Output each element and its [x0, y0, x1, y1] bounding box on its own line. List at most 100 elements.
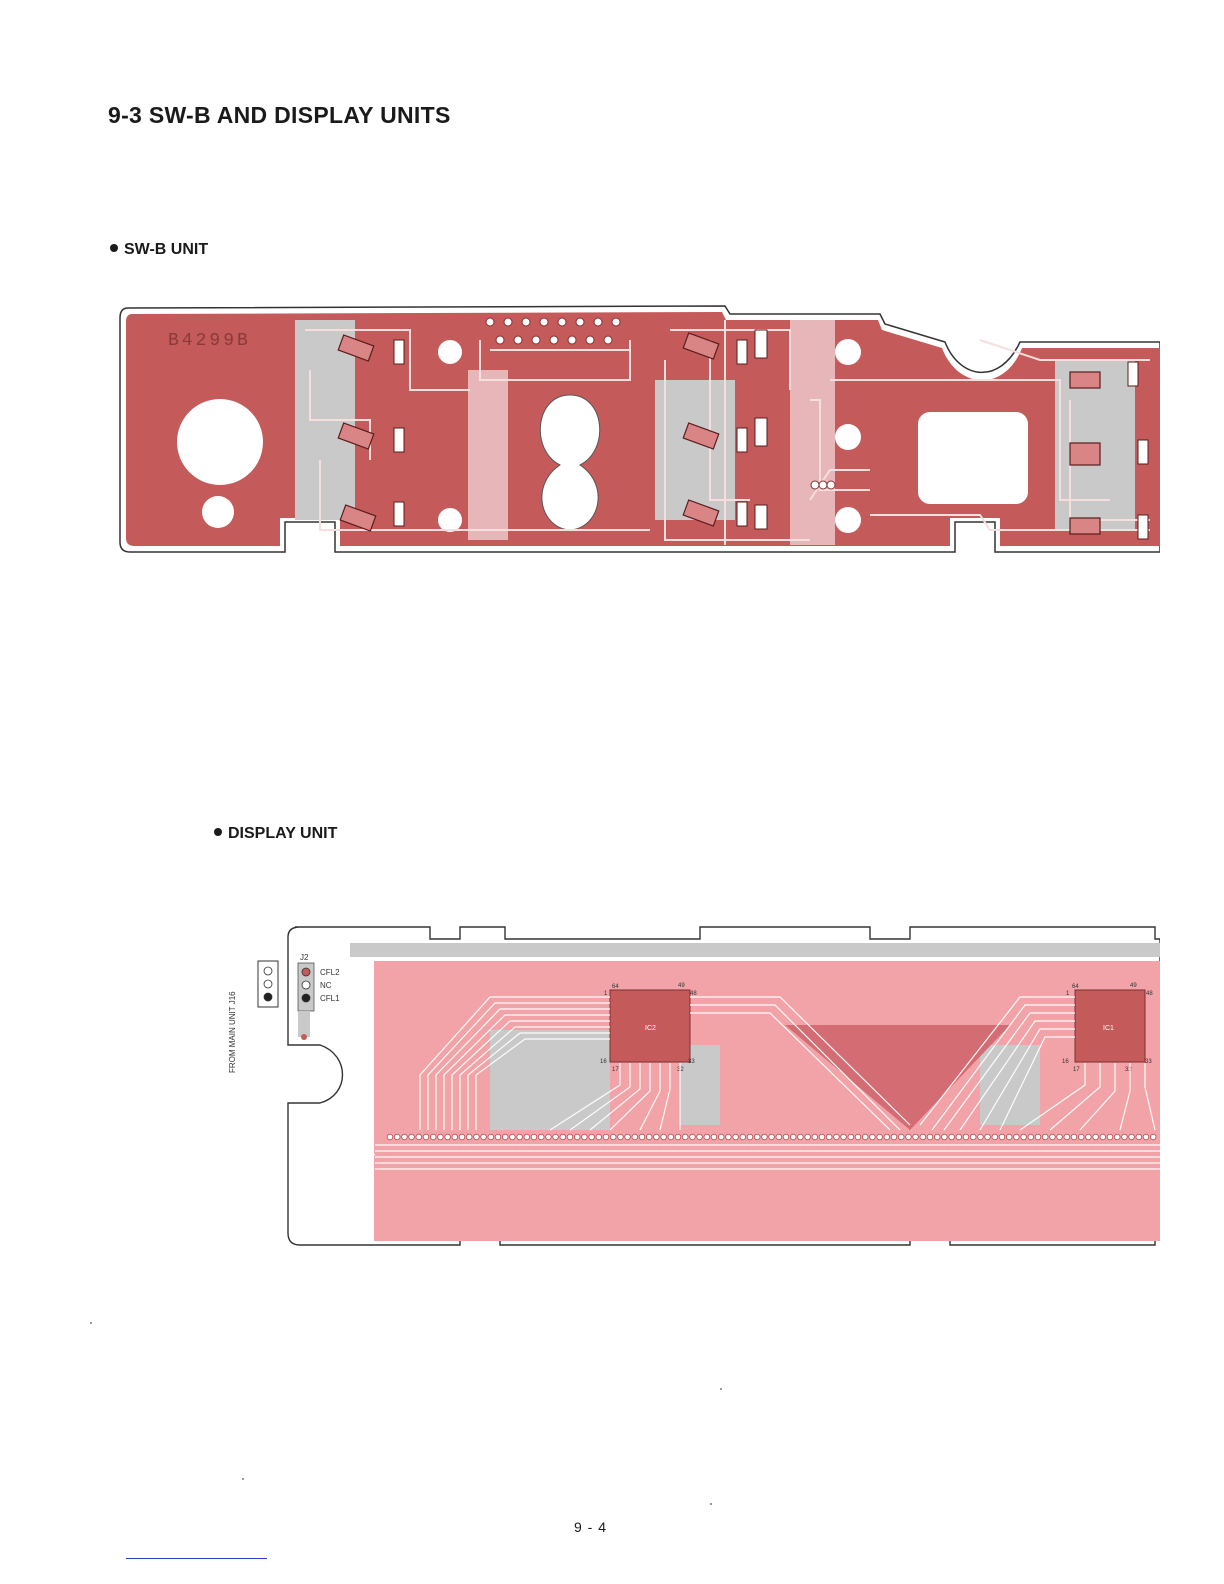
display-pad — [1129, 1134, 1135, 1140]
j2-ref-label: J2 — [300, 953, 309, 962]
display-silk-band — [350, 943, 1160, 957]
display-pad — [639, 1134, 645, 1140]
display-pad — [402, 1134, 408, 1140]
j2-pin-3 — [302, 994, 310, 1002]
external-pin — [264, 993, 272, 1001]
display-pad — [438, 1134, 444, 1140]
j2-pin-2 — [302, 981, 310, 989]
swb-unit-heading: SW-B UNIT — [110, 241, 208, 259]
display-pad — [610, 1134, 616, 1140]
display-pad — [1035, 1134, 1041, 1140]
display-pad — [783, 1134, 789, 1140]
j2-silk-stub — [298, 1011, 310, 1037]
display-pad — [1093, 1134, 1099, 1140]
display-pad — [963, 1134, 969, 1140]
external-pin — [264, 967, 272, 975]
swb-board-code: B4299B — [168, 331, 251, 351]
display-pad — [985, 1134, 991, 1140]
display-pad — [740, 1134, 746, 1140]
display-pcb-diagram: IC2 IC1 64 1 49 48 16 17 32 33 64 1 49 4… — [220, 915, 1160, 1255]
bullet-icon — [110, 244, 118, 252]
display-pad — [970, 1134, 976, 1140]
display-pad — [934, 1134, 940, 1140]
display-pad — [394, 1134, 400, 1140]
display-pad — [567, 1134, 573, 1140]
display-pad — [848, 1134, 854, 1140]
display-pad — [675, 1134, 681, 1140]
display-pad — [603, 1134, 609, 1140]
display-pad — [510, 1134, 516, 1140]
display-pad — [1122, 1134, 1128, 1140]
bullet-icon — [214, 828, 222, 836]
connector-caption: FROM MAIN UNIT J16 — [228, 991, 237, 1073]
display-unit-heading-text: DISPLAY UNIT — [228, 825, 337, 842]
display-pad — [646, 1134, 652, 1140]
swb-pcb-diagram: B4299B — [110, 300, 1160, 565]
footer-rule — [126, 1558, 267, 1559]
display-silk-area — [490, 1030, 610, 1130]
ic2-pin-label: 49 — [678, 983, 685, 989]
pin-label-nc: NC — [320, 981, 332, 990]
display-pad — [1064, 1134, 1070, 1140]
display-pad — [538, 1134, 544, 1140]
display-pad — [834, 1134, 840, 1140]
display-pad — [452, 1134, 458, 1140]
ic1-label: IC1 — [1103, 1025, 1114, 1032]
display-pad — [906, 1134, 912, 1140]
display-pad — [841, 1134, 847, 1140]
display-pad — [920, 1134, 926, 1140]
ic1-pin-label: 48 — [1146, 991, 1153, 997]
display-pad — [790, 1134, 796, 1140]
ic2-pin-label: 32 — [677, 1067, 684, 1073]
display-pad — [733, 1134, 739, 1140]
swb-light-area — [468, 370, 508, 540]
display-pad — [884, 1134, 890, 1140]
ic1-pin-label: 17 — [1073, 1067, 1080, 1073]
display-pad — [574, 1134, 580, 1140]
display-pad — [978, 1134, 984, 1140]
external-pin — [264, 980, 272, 988]
mount-hole — [438, 340, 462, 364]
display-pad — [726, 1134, 732, 1140]
display-pad — [488, 1134, 494, 1140]
swb-unit-heading-text: SW-B UNIT — [124, 241, 208, 258]
display-pad — [474, 1134, 480, 1140]
display-pad — [1021, 1134, 1027, 1140]
display-pad — [1057, 1134, 1063, 1140]
display-pad — [704, 1134, 710, 1140]
ic1-pin-label: 16 — [1062, 1059, 1069, 1065]
display-pad — [769, 1134, 775, 1140]
display-pad — [711, 1134, 717, 1140]
ic1-pin-label: 49 — [1130, 983, 1137, 989]
display-pad — [999, 1134, 1005, 1140]
display-pad — [942, 1134, 948, 1140]
ic2-pin-label: 33 — [688, 1059, 695, 1065]
display-pad — [618, 1134, 624, 1140]
display-pad — [1143, 1134, 1149, 1140]
display-pad — [877, 1134, 883, 1140]
mount-hole — [835, 507, 861, 533]
display-pad — [1050, 1134, 1056, 1140]
display-pad — [747, 1134, 753, 1140]
ic2-pin-label: 16 — [600, 1059, 607, 1065]
ic2-pin-label: 17 — [612, 1067, 619, 1073]
display-pad — [776, 1134, 782, 1140]
mount-hole — [438, 508, 462, 532]
display-pad — [1100, 1134, 1106, 1140]
display-pad — [1071, 1134, 1077, 1140]
pin-label-cfl2: CFL2 — [320, 968, 340, 977]
display-pad — [855, 1134, 861, 1140]
ic1-pin-label: 64 — [1072, 984, 1079, 990]
display-pad — [445, 1134, 451, 1140]
display-pad — [409, 1134, 415, 1140]
display-pad — [560, 1134, 566, 1140]
display-pad — [718, 1134, 724, 1140]
display-pad — [1014, 1134, 1020, 1140]
display-pad — [632, 1134, 638, 1140]
display-pad — [1150, 1134, 1156, 1140]
display-pad — [430, 1134, 436, 1140]
display-pad — [1107, 1134, 1113, 1140]
pin-label-cfl1: CFL1 — [320, 994, 340, 1003]
display-window-cutout — [918, 412, 1028, 504]
display-pad — [502, 1134, 508, 1140]
